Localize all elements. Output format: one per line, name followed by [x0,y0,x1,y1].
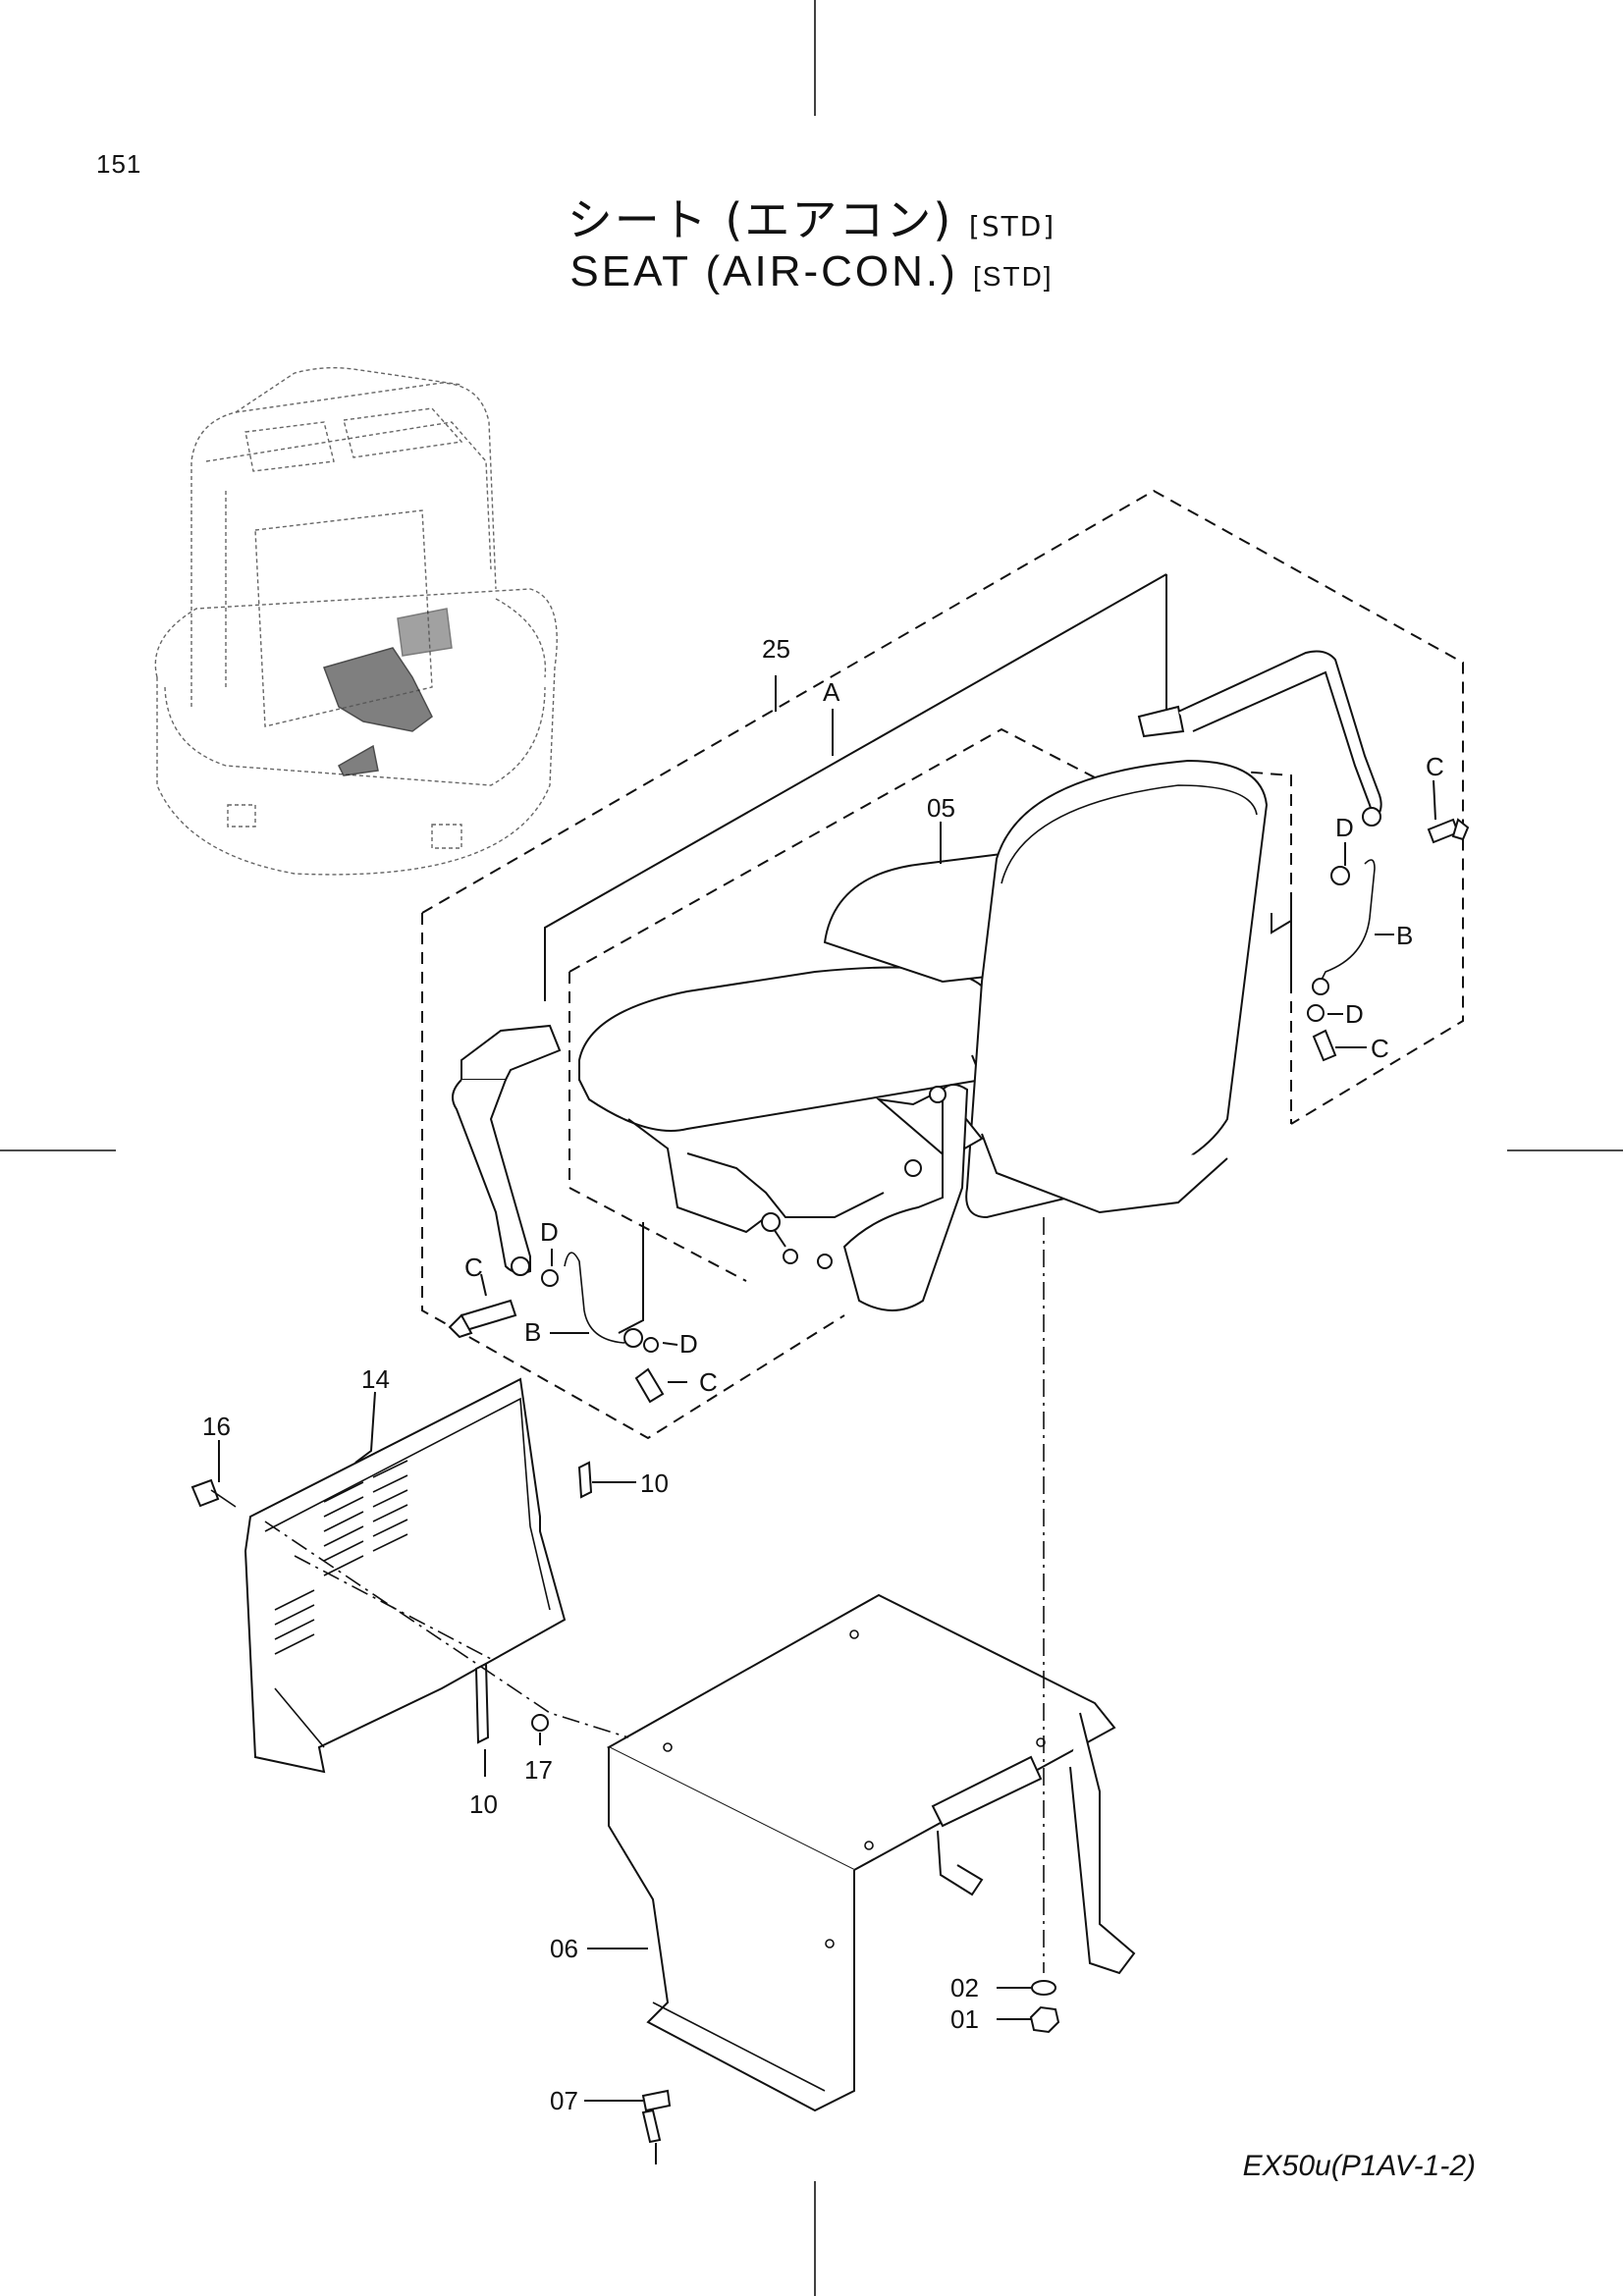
center-lines [264,1217,1045,1973]
title-jp-text: シート (エアコン) [567,193,953,246]
title-en-text: SEAT (AIR-CON.) [569,247,958,295]
callout-B-left: B [524,1317,541,1347]
nut-washer-bolt [641,1980,1060,2144]
callout-labels: 25 A 05 C D B D C C D B D C 14 16 10 10 … [202,634,1444,2115]
leader-lines [218,675,1436,2164]
title-english: SEAT (AIR-CON.) [STD] [0,247,1623,296]
callout-14: 14 [361,1364,390,1394]
cab-overview-illustration [154,366,558,876]
cover-14 [190,1377,593,1774]
seat-assembly [578,759,1269,1311]
callout-C-left-1: C [464,1253,483,1282]
callout-A: A [823,677,840,707]
callout-D-right-2: D [1345,999,1364,1029]
callout-16: 16 [202,1412,231,1441]
title-jp-tag: [STD] [968,210,1056,242]
title-japanese: シート (エアコン) [STD] [0,185,1623,249]
callout-10-upper: 10 [640,1468,669,1498]
callout-25: 25 [762,634,790,664]
callout-01: 01 [950,2004,979,2034]
assembly-a-leaders [544,573,1292,1334]
callout-07: 07 [550,2086,578,2115]
page-number: 151 [96,149,142,179]
callout-B-right: B [1396,921,1413,950]
callout-D-right-1: D [1335,813,1354,842]
cover-14-vents [274,1460,408,1655]
seat-belt-right [1137,650,1382,827]
callout-05: 05 [927,793,955,823]
callout-D-left-2: D [679,1329,698,1359]
document-code: EX50u(P1AV-1-2) [1242,2150,1476,2182]
callout-17: 17 [524,1755,553,1785]
callout-10-lower: 10 [469,1789,498,1819]
callout-C-left-2: C [699,1367,718,1397]
callout-C-right-1: C [1426,752,1444,781]
callout-D-left-1: D [540,1217,559,1247]
base-frame-06 [606,1593,1136,2112]
title-en-tag: [STD] [973,261,1054,292]
callout-02: 02 [950,1973,979,2002]
hardware-c-d [448,818,1470,1404]
assembly-25-boundary [421,489,1464,1125]
callout-06: 06 [550,1934,578,1963]
seat-belt-left [452,1024,562,1276]
callout-C-right-2: C [1371,1034,1389,1063]
